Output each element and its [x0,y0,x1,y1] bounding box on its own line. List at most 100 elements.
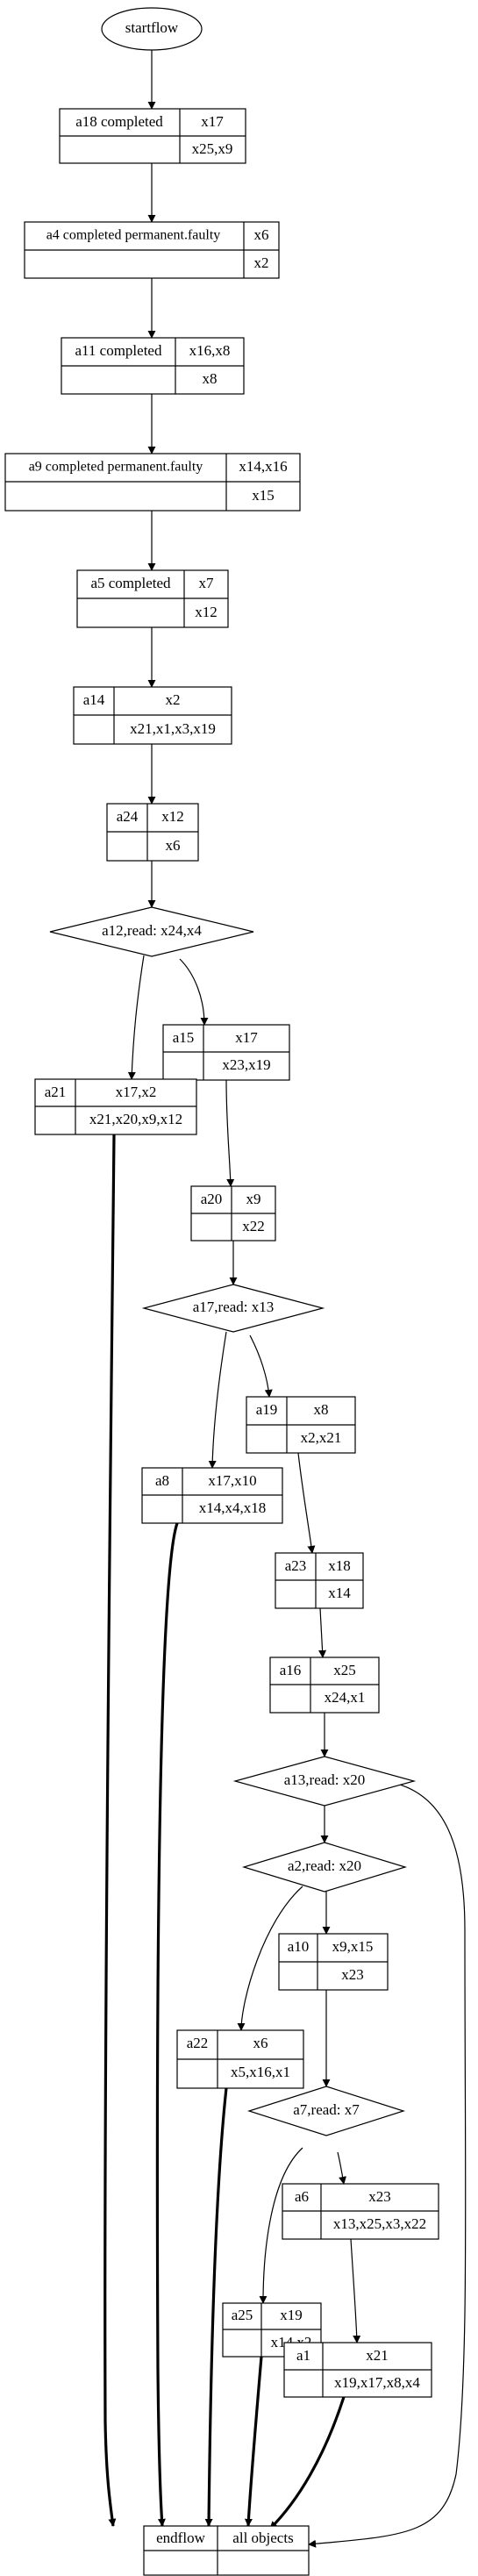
node-name: a5 completed [90,575,171,591]
node-a5: a5 completed x7 x12 [76,569,229,628]
node-outputs: x21,x20,x9,x12 [89,1111,182,1127]
node-inputs: x17,x10 [208,1472,256,1489]
node-outputs: x15 [252,487,275,504]
decision-a13: a13,read: x20 [232,1756,417,1807]
node-outputs: x21,x1,x3,x19 [130,720,216,737]
node-outputs: x5,x16,x1 [231,2064,290,2080]
node-inputs: x6 [254,226,269,243]
node-name: a10 [288,1938,310,1955]
node-a23: a23 x18 x14 [275,1552,364,1609]
node-outputs: x14,x4,x18 [199,1499,267,1516]
node-outputs: x23,x19 [222,1056,270,1073]
start-label: startflow [125,19,179,36]
node-a10: a10 x9,x15 x23 [278,1933,389,1991]
node-name: a16 [280,1662,302,1678]
node-name: a19 [256,1401,278,1418]
node-name: a22 [187,2035,209,2051]
node-a20: a20 x9 x22 [190,1185,276,1241]
node-a9: a9 completed permanent.faulty x14,x16 x1… [4,453,301,512]
edge-a15-a20 [225,1079,235,1187]
node-inputs: x21 [366,2347,389,2364]
node-name: a18 completed [75,113,163,130]
node-outputs: x23 [341,1966,364,1983]
node-outputs: x13,x25,x3,x22 [333,2215,426,2232]
edge-a8-end [155,1522,179,2527]
edge-a17-a19 [249,1335,273,1398]
edge-a7-a25 [259,2147,303,2304]
node-inputs: x17 [235,1029,258,1046]
end-node: endflow all objects [143,2525,310,2576]
decision-shape [241,1842,408,1893]
node-name: a14 [83,691,105,708]
decision-shape [247,2086,405,2136]
node-inputs: x7 [199,575,215,591]
decision-label: a2,read: x20 [288,1857,361,1874]
node-a24: a24 x12 x6 [106,803,199,862]
node-name: a11 completed [75,342,162,359]
node-inputs: x8 [314,1401,329,1418]
edge-a25-end [244,2356,263,2527]
node-inputs: x12 [161,808,184,825]
edge-a21-end [103,1134,117,2527]
node-outputs: x25,x9 [192,140,233,157]
node-a14: a14 x2 x21,x1,x3,x19 [73,686,232,745]
node-name: a8 [155,1472,169,1489]
node-outputs: x19,x17,x8,x4 [334,2374,420,2391]
node-a16: a16 x25 x24,x1 [269,1657,380,1714]
edge-a17-a8 [208,1331,227,1469]
node-name: a15 [173,1029,195,1046]
edge-a2-a22 [237,1885,303,2031]
edge-a23-a16 [318,1607,327,1658]
node-a11: a11 completed x16,x8 x8 [61,337,245,395]
node-outputs: x6 [166,837,181,854]
decision-shape [141,1284,325,1333]
node-outputs: x22 [242,1218,265,1234]
node-outputs: x2 [254,254,269,271]
node-name: a4 completed permanent.faulty [46,228,221,243]
edge-a7-a6 [337,2151,346,2185]
decision-a2: a2,read: x20 [241,1842,408,1893]
node-a6: a6 x23 x13,x25,x3,x22 [282,2183,439,2240]
node-name: a20 [201,1191,223,1207]
node-a22: a22 x6 x5,x16,x1 [176,2029,304,2089]
node-name: a25 [232,2307,253,2323]
decision-a12: a12,read: x24,x4 [49,906,254,957]
node-inputs: x9,x15 [332,1938,374,1955]
node-outputs: x2,x21 [301,1429,342,1446]
node-name: a6 [295,2188,309,2205]
start-ellipse [101,7,203,51]
edge-a13-end [308,1780,467,2548]
edge-a12-a15 [179,958,209,1026]
edge-a22-end [204,2087,228,2527]
node-inputs: x6 [253,2035,268,2051]
node-a25: a25 x19 x14,x2 [222,2302,322,2358]
node-inputs: x25 [333,1662,356,1678]
end-name: endflow [156,2529,205,2546]
node-name: a1 [296,2347,310,2364]
node-inputs: x16,x8 [189,342,231,359]
node-inputs: x17,x2 [116,1084,157,1100]
node-inputs: x18 [328,1557,351,1574]
node-inputs: x23 [368,2188,391,2205]
decision-a17: a17,read: x13 [141,1284,325,1333]
node-inputs: x2 [166,691,181,708]
edge-a1-end [268,2396,346,2530]
node-a4: a4 completed permanent.faulty x6 x2 [24,221,280,279]
node-a1: a1 x21 x19,x17,x8,x4 [283,2342,432,2398]
node-outputs: x12 [195,604,218,620]
decision-shape [49,906,254,957]
decision-shape [232,1756,417,1807]
node-outputs: x8 [203,370,218,387]
node-name: a23 [285,1557,307,1574]
node-a18: a18 completed x17 x25,x9 [59,108,246,164]
decision-label: a12,read: x24,x4 [102,922,202,939]
node-name: a24 [117,808,139,825]
node-inputs: x19 [280,2307,303,2323]
end-label: all objects [232,2529,293,2546]
node-a19: a19 x8 x2,x21 [246,1396,356,1454]
edges [103,50,467,2548]
node-name: a9 completed permanent.faulty [29,460,203,475]
edge-a19-a23 [297,1452,316,1554]
decision-label: a7,read: x7 [293,2101,360,2118]
node-a8: a8 x17,x10 x14,x4,x18 [141,1467,283,1524]
